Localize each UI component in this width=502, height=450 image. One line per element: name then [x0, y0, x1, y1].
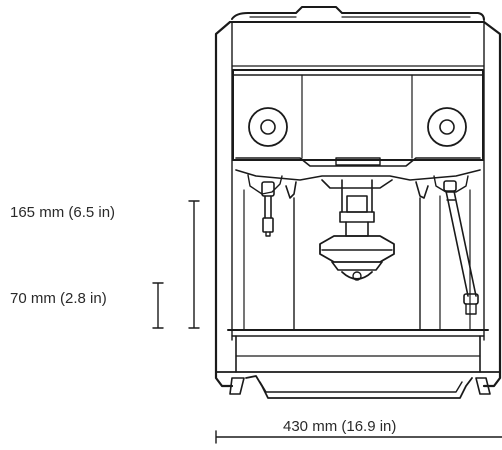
right-pressure-gauge-icon	[427, 107, 467, 147]
drip-tray	[227, 329, 489, 373]
portafilter	[319, 179, 395, 281]
left-pressure-gauge-icon	[248, 107, 288, 147]
machine-base	[215, 371, 501, 399]
right-hot-water-wand	[443, 180, 479, 315]
height-70-dimension-marker	[152, 282, 164, 329]
height-70-label: 70 mm (2.8 in)	[10, 290, 107, 307]
lower-chamber	[243, 189, 471, 331]
left-steam-wand	[261, 181, 275, 237]
machine-top	[231, 6, 485, 21]
brew-head-housing	[235, 169, 481, 199]
control-panel	[232, 69, 484, 167]
width-430-label: 430 mm (16.9 in)	[283, 418, 397, 435]
width-430-dimension-marker	[215, 430, 502, 444]
height-165-dimension-marker	[188, 200, 200, 329]
height-165-label: 165 mm (6.5 in)	[10, 204, 116, 221]
